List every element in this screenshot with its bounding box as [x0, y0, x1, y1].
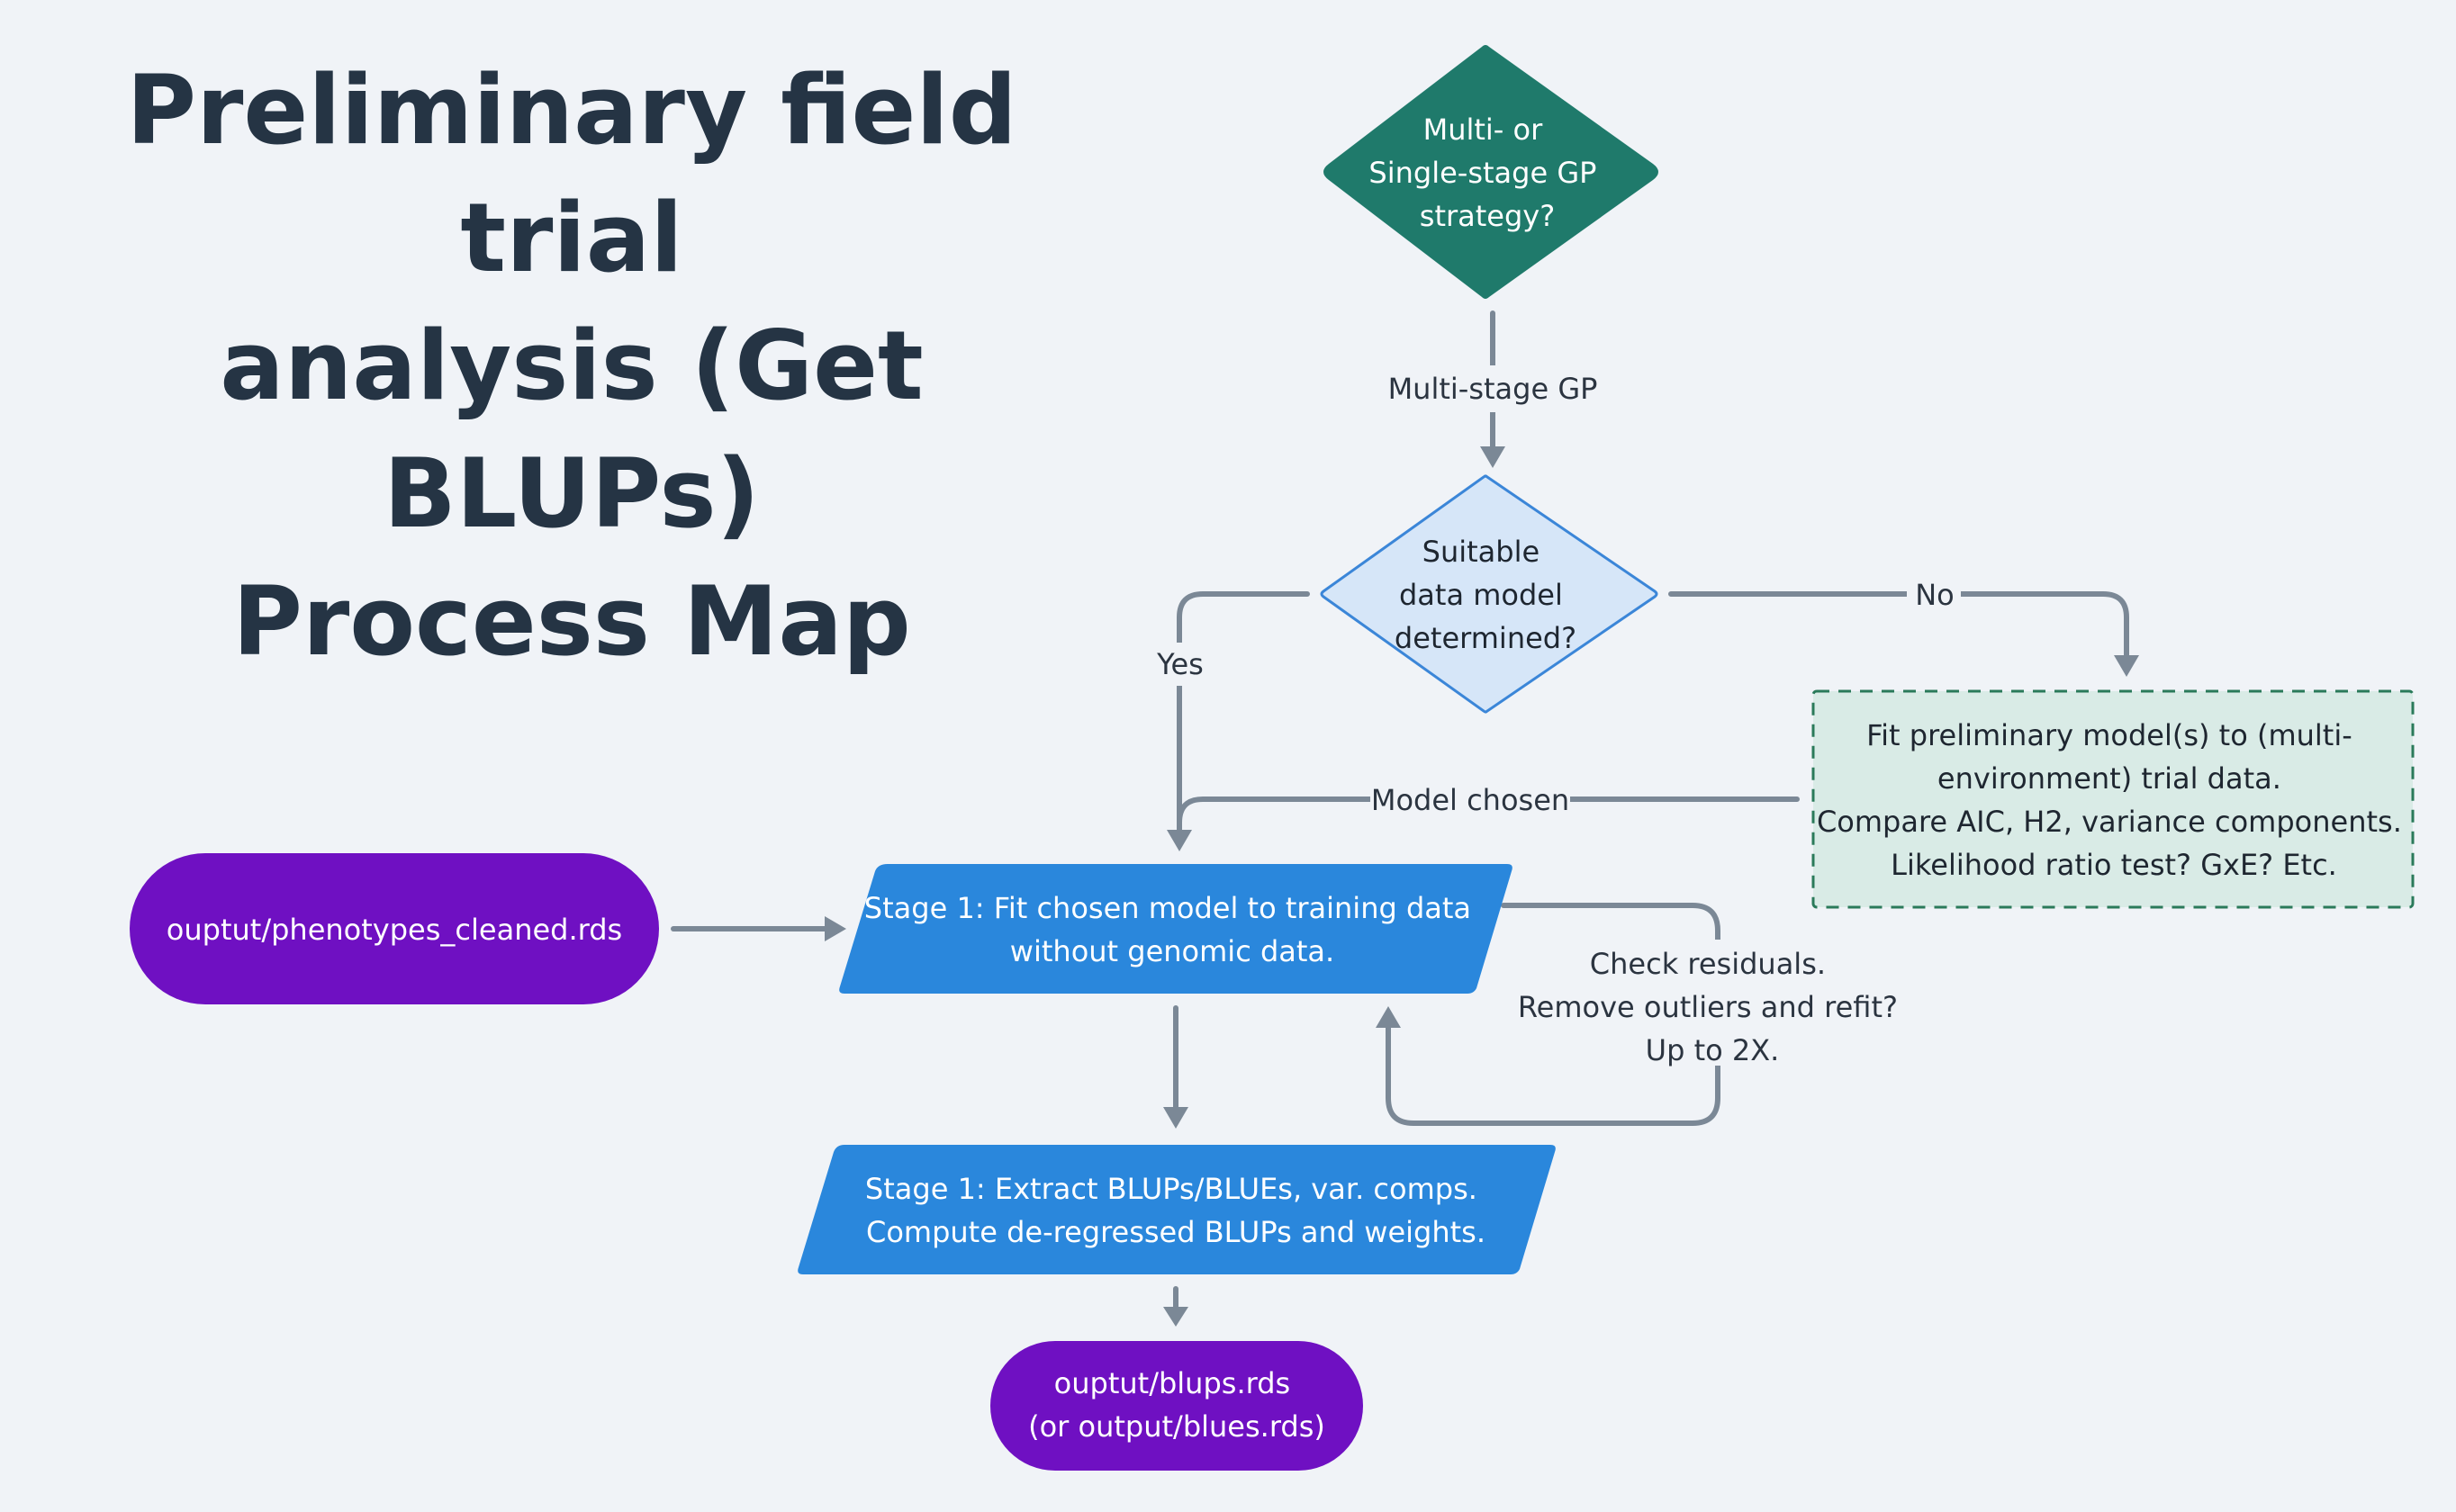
edge-labels: Multi-stage GP No Yes Model chosen Check… — [1147, 365, 1961, 1067]
model-decision-label: Suitable data model determined? — [1395, 535, 1576, 655]
fit-preliminary-line-3: Compare AIC, H2, variance components. — [1817, 805, 2402, 839]
blups-output-line-2: (or output/blues.rds) — [1028, 1409, 1325, 1444]
strategy-line-1: Multi- or — [1423, 112, 1544, 147]
strategy-decision-shape — [1323, 45, 1658, 299]
model-decision-line-1: Suitable — [1422, 535, 1540, 569]
stage1-fit-label: Stage 1: Fit chosen model to training da… — [864, 891, 1480, 968]
model-decision-shape — [1320, 474, 1658, 714]
fit-preliminary-label: Fit preliminary model(s) to (multi- envi… — [1817, 718, 2411, 882]
blups-output-shape — [990, 1341, 1363, 1471]
strategy-line-3: strategy? — [1420, 199, 1555, 233]
label-residuals-line-1: Check residuals. — [1590, 947, 1826, 981]
label-residuals-line-3: Up to 2X. — [1646, 1033, 1780, 1067]
fit-preliminary-line-2: environment) trial data. — [1937, 761, 2281, 796]
blups-output-node[interactable]: ouptut/blups.rds (or output/blues.rds) — [990, 1341, 1363, 1471]
fit-preliminary-line-4: Likelihood ratio test? GxE? Etc. — [1891, 848, 2337, 882]
arrowhead-stage1-fit-left — [825, 916, 846, 941]
phenotypes-input-node[interactable]: ouptut/phenotypes_cleaned.rds — [130, 853, 659, 1004]
stage1-extract-node[interactable]: Stage 1: Extract BLUPs/BLUEs, var. comps… — [798, 1145, 1556, 1274]
label-model-chosen: Model chosen — [1371, 783, 1569, 817]
label-check-residuals: Check residuals. Remove outliers and ref… — [1518, 947, 1907, 1067]
fit-preliminary-node[interactable]: Fit preliminary model(s) to (multi- envi… — [1811, 689, 2415, 909]
stage1-fit-node[interactable]: Stage 1: Fit chosen model to training da… — [839, 864, 1512, 994]
edge-model-chosen — [1177, 796, 1800, 834]
title-line-1: Preliminary field trial — [126, 55, 1017, 293]
stage1-extract-shape — [798, 1145, 1556, 1274]
strategy-decision-node[interactable]: Multi- or Single-stage GP strategy? — [1323, 45, 1658, 299]
edge-yes-to-stage1 — [1177, 591, 1310, 834]
fit-preliminary-line-1: Fit preliminary model(s) to (multi- — [1866, 718, 2352, 752]
phenotypes-input-label: ouptut/phenotypes_cleaned.rds — [167, 913, 622, 947]
edge-refit-loop-return — [1386, 1023, 1720, 1126]
arrowhead-stage1-fit-top — [1167, 830, 1192, 851]
blups-output-line-1: ouptut/blups.rds — [1054, 1366, 1291, 1400]
model-decision-line-2: data model — [1399, 578, 1563, 612]
arrowhead-extract — [1163, 1107, 1188, 1129]
stage1-extract-label: Stage 1: Extract BLUPs/BLUEs, var. comps… — [865, 1172, 1486, 1249]
title-line-2: analysis (Get BLUPs) — [220, 310, 924, 549]
strategy-decision-label: Multi- or Single-stage GP strategy? — [1368, 112, 1605, 233]
stage1-fit-line-1: Stage 1: Fit chosen model to training da… — [864, 891, 1471, 925]
stage1-fit-line-2: without genomic data. — [1010, 934, 1334, 968]
title-line-3: Process Map — [232, 566, 911, 677]
fit-preliminary-shape — [1811, 689, 2415, 909]
arrowhead-refit-return — [1376, 1006, 1401, 1028]
model-decision-line-3: determined? — [1395, 621, 1576, 655]
page-title: Preliminary field trial analysis (Get BL… — [18, 47, 1125, 686]
model-decision-node[interactable]: Suitable data model determined? — [1320, 474, 1658, 714]
arrowhead-output — [1163, 1307, 1188, 1327]
stage1-fit-shape — [839, 864, 1512, 994]
stage1-extract-line-2: Compute de-regressed BLUPs and weights. — [866, 1215, 1485, 1249]
arrowhead-model-decision — [1480, 446, 1505, 468]
label-residuals-line-2: Remove outliers and refit? — [1518, 990, 1898, 1024]
blups-output-label: ouptut/blups.rds (or output/blues.rds) — [1028, 1366, 1325, 1444]
label-yes: Yes — [1156, 647, 1204, 681]
phenotypes-input-shape — [130, 853, 659, 1004]
label-multi-stage: Multi-stage GP — [1388, 372, 1598, 406]
edge-refit-loop — [1501, 903, 1720, 942]
phenotypes-input-line-1: ouptut/phenotypes_cleaned.rds — [167, 913, 622, 947]
connectors — [671, 310, 2139, 1327]
edge-no-to-fit-preliminary — [1668, 591, 2129, 660]
strategy-line-2: Single-stage GP — [1368, 156, 1596, 190]
stage1-extract-line-1: Stage 1: Extract BLUPs/BLUEs, var. comps… — [865, 1172, 1477, 1206]
arrowhead-fit-preliminary — [2114, 655, 2139, 677]
label-no: No — [1915, 578, 1955, 612]
